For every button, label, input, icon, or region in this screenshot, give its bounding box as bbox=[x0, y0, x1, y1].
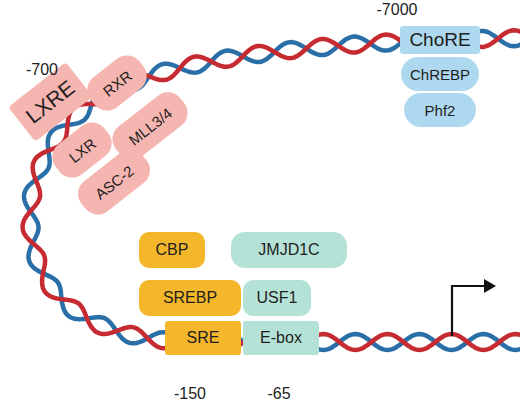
binding-element: ChoRE bbox=[400, 26, 479, 54]
node-label: ASC-2 bbox=[91, 162, 136, 203]
node-label: ChoRE bbox=[409, 29, 470, 51]
dna-strand-blue bbox=[24, 31, 520, 350]
transcription-factor: SREBP bbox=[139, 280, 241, 316]
node-label: JMJD1C bbox=[258, 241, 319, 259]
transcription-start-arrow bbox=[452, 279, 496, 336]
node-label: RXR bbox=[99, 67, 134, 100]
node-label: LXR bbox=[65, 134, 98, 165]
node-label: SRE bbox=[187, 329, 220, 347]
node-label: MLL3/4 bbox=[125, 104, 175, 148]
node-label: ChREBP bbox=[410, 66, 470, 83]
transcription-factor: ChREBP bbox=[401, 57, 479, 91]
dna-strand-red bbox=[23, 30, 520, 350]
binding-element: E-box bbox=[243, 321, 319, 355]
node-label: SREBP bbox=[163, 289, 217, 307]
position-label: -65 bbox=[267, 385, 290, 403]
node-label: E-box bbox=[260, 329, 302, 347]
dna-strands bbox=[23, 30, 520, 350]
node-label: CBP bbox=[156, 241, 189, 259]
cofactor: CBP bbox=[139, 232, 205, 268]
binding-element: SRE bbox=[165, 321, 241, 355]
dna-axis bbox=[30, 38, 520, 342]
cofactor: JMJD1C bbox=[231, 232, 347, 268]
position-label: -150 bbox=[174, 385, 206, 403]
position-label: -7000 bbox=[377, 1, 418, 19]
node-label: USF1 bbox=[257, 289, 298, 307]
position-label: -700 bbox=[26, 61, 58, 79]
transcription-factor: USF1 bbox=[243, 280, 311, 316]
cofactor: Phf2 bbox=[404, 93, 476, 127]
node-label: Phf2 bbox=[425, 102, 456, 119]
